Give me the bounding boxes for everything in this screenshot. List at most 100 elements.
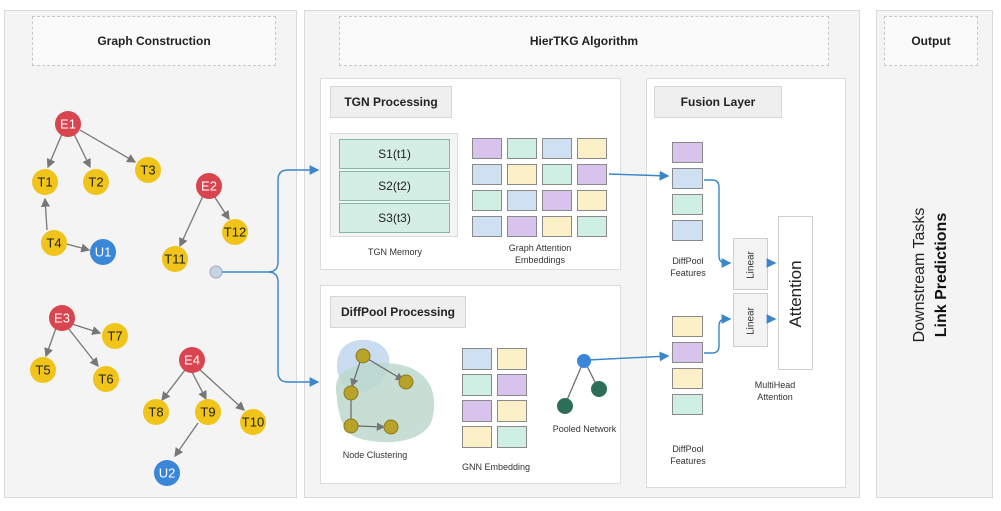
attn-cell <box>542 216 572 237</box>
pooled-network-label: Pooled Network <box>552 424 617 434</box>
diffpool-title: DiffPool Processing <box>330 296 466 328</box>
multihead-label-2: Attention <box>757 392 793 402</box>
svg-text:T4: T4 <box>46 236 61 251</box>
pooled-node-green-right <box>591 381 607 397</box>
node-T8: T8 <box>143 399 169 425</box>
svg-text:T1: T1 <box>37 175 52 190</box>
attention-box: Attention <box>778 216 813 370</box>
node-T5: T5 <box>30 357 56 383</box>
node-T12: T12 <box>222 219 248 245</box>
svg-text:T3: T3 <box>140 163 155 178</box>
fusion-title: Fusion Layer <box>654 86 782 118</box>
features-bottom-label-2: Features <box>670 456 706 466</box>
node-E4: E4 <box>179 347 205 373</box>
attn-cell <box>472 164 502 185</box>
fusion-feature-top <box>672 168 703 189</box>
fusion-feature-top <box>672 142 703 163</box>
attn-cell <box>577 216 607 237</box>
tgn-title: TGN Processing <box>330 86 452 118</box>
cluster-node <box>398 374 414 390</box>
svg-text:E3: E3 <box>54 311 70 326</box>
attn-cell <box>507 164 537 185</box>
attn-cell <box>472 190 502 211</box>
attn-cell <box>577 190 607 211</box>
svg-text:T2: T2 <box>88 175 103 190</box>
memory-row-1: S1(t1) <box>339 139 450 169</box>
attn-cell <box>542 138 572 159</box>
pooled-node-green-left <box>557 398 573 414</box>
svg-text:T7: T7 <box>107 329 122 344</box>
memory-row-3: S3(t3) <box>339 203 450 233</box>
graph-output-node <box>209 265 223 279</box>
gnn-cell <box>497 348 527 370</box>
output-header: Output <box>884 16 978 66</box>
tgn-memory-label: TGN Memory <box>368 247 422 257</box>
node-U1: U1 <box>90 239 116 265</box>
linear-top-box: Linear <box>733 238 768 290</box>
svg-text:U2: U2 <box>159 466 176 481</box>
gnn-cell <box>462 348 492 370</box>
fusion-feature-bottom <box>672 394 703 415</box>
svg-text:T12: T12 <box>224 225 246 240</box>
node-E2: E2 <box>196 173 222 199</box>
svg-text:T5: T5 <box>35 363 50 378</box>
attn-cell <box>472 216 502 237</box>
gnn-cell <box>497 426 527 448</box>
attn-cell <box>507 190 537 211</box>
gnn-cell <box>462 374 492 396</box>
cluster-node <box>343 418 359 434</box>
attn-cell <box>507 216 537 237</box>
attn-cell <box>472 138 502 159</box>
gnn-cell <box>497 374 527 396</box>
svg-text:E4: E4 <box>184 353 200 368</box>
svg-text:T11: T11 <box>164 252 185 267</box>
node-T4: T4 <box>41 230 67 256</box>
fusion-feature-bottom <box>672 368 703 389</box>
attn-cell <box>542 190 572 211</box>
gnn-cell <box>497 400 527 422</box>
graph-construction-header: Graph Construction <box>32 16 276 66</box>
features-top-label-2: Features <box>670 268 706 278</box>
memory-row-2: S2(t2) <box>339 171 450 201</box>
node-clustering-label: Node Clustering <box>342 450 408 460</box>
attn-cell <box>577 138 607 159</box>
node-T11: T11 <box>162 246 188 272</box>
node-T6: T6 <box>93 366 119 392</box>
attention-embeddings-label-1: Graph Attention <box>508 243 572 253</box>
attn-cell <box>507 138 537 159</box>
gnn-cell <box>462 426 492 448</box>
fusion-feature-bottom <box>672 342 703 363</box>
node-E3: E3 <box>49 305 75 331</box>
svg-text:U1: U1 <box>95 245 112 260</box>
node-T10: T10 <box>240 409 266 435</box>
svg-text:T6: T6 <box>98 372 113 387</box>
gnn-cell <box>462 400 492 422</box>
algorithm-header: HierTKG Algorithm <box>339 16 829 66</box>
svg-text:E2: E2 <box>201 179 217 194</box>
cluster-node <box>355 348 371 364</box>
node-T7: T7 <box>102 323 128 349</box>
svg-text:T9: T9 <box>200 405 215 420</box>
fusion-feature-top <box>672 220 703 241</box>
attn-cell <box>542 164 572 185</box>
attn-cell <box>577 164 607 185</box>
node-T2: T2 <box>83 169 109 195</box>
cluster-node <box>383 419 399 435</box>
features-bottom-label-1: DiffPool <box>672 444 704 454</box>
svg-text:E1: E1 <box>60 117 76 132</box>
pooled-node-blue <box>577 354 591 368</box>
node-U2: U2 <box>154 460 180 486</box>
node-E1: E1 <box>55 111 81 137</box>
fusion-feature-bottom <box>672 316 703 337</box>
node-T1: T1 <box>32 169 58 195</box>
node-T3: T3 <box>135 157 161 183</box>
multihead-label-1: MultiHead <box>754 380 796 390</box>
svg-text:T10: T10 <box>242 415 264 430</box>
node-T9: T9 <box>195 399 221 425</box>
svg-text:T8: T8 <box>148 405 163 420</box>
output-panel <box>876 10 993 498</box>
fusion-feature-top <box>672 194 703 215</box>
gnn-embedding-label: GNN Embedding <box>461 462 531 472</box>
features-top-label-1: DiffPool <box>672 256 704 266</box>
